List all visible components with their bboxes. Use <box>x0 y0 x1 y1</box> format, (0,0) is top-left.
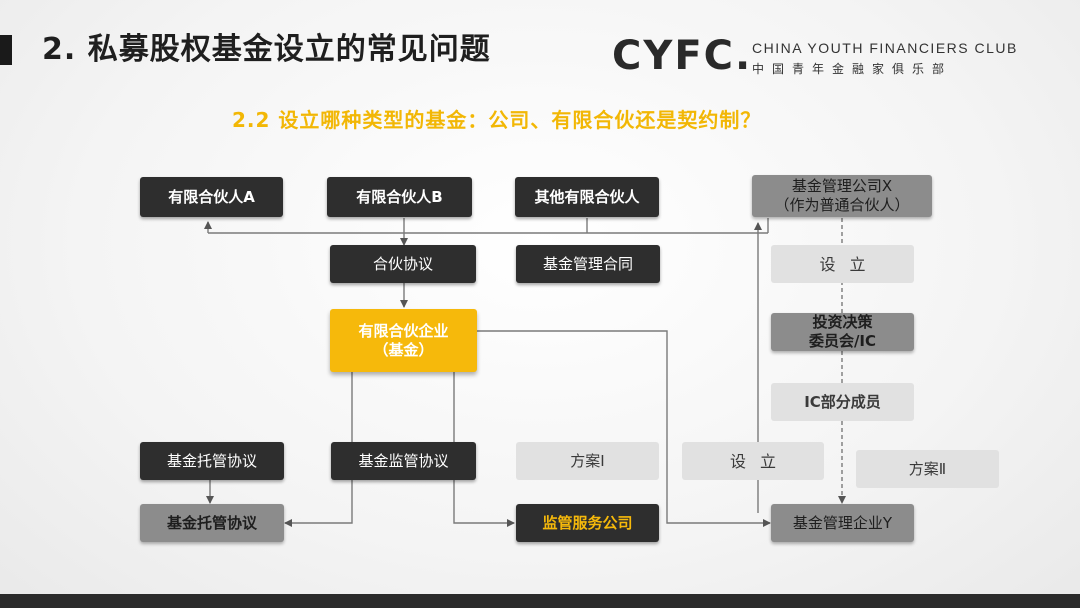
ic-line2: 委员会/IC <box>808 332 877 350</box>
custody-agreement-box-1: 基金托管协议 <box>140 442 284 480</box>
supervision-service-company-box: 监管服务公司 <box>516 504 659 542</box>
fund-line1: 有限合伙企业 <box>358 321 449 340</box>
cyfc-logo: CYFC. <box>612 33 753 79</box>
section-subtitle: 2.2 设立哪种类型的基金：公司、有限合伙还是契约制？ <box>232 108 762 132</box>
mgmt-enterprise-y-box: 基金管理企业Y <box>771 504 914 542</box>
setup-label-1: 设立 <box>771 245 914 283</box>
limited-partner-b-box: 有限合伙人B <box>327 177 472 217</box>
mgmt-company-x-line2: （作为普通合伙人） <box>774 196 910 214</box>
partnership-agreement-box: 合伙协议 <box>330 245 476 283</box>
fund-to-custody-2 <box>284 372 353 527</box>
logo-chinese-name: 中国青年金融家俱乐部 <box>752 62 953 76</box>
mgmt-contract-box: 基金管理合同 <box>516 245 660 283</box>
title-accent-bar <box>0 35 12 65</box>
page-title: 2. 私募股权基金设立的常见问题 <box>42 32 491 67</box>
mgmt-company-x-box: 基金管理公司X （作为普通合伙人） <box>752 175 932 217</box>
supervision-agreement-box: 基金监管协议 <box>331 442 476 480</box>
limited-partner-a-box: 有限合伙人A <box>140 177 283 217</box>
plan-1-box: 方案Ⅰ <box>516 442 659 480</box>
fund-to-mgmt-y <box>477 330 771 527</box>
ic-line1: 投资决策 <box>812 313 873 331</box>
setup-label-2: 设立 <box>682 442 824 480</box>
plan-2-box: 方案Ⅱ <box>856 450 999 488</box>
mgmt-company-x-line1: 基金管理公司X <box>791 177 893 195</box>
logo-english-name: CHINA YOUTH FINANCIERS CLUB <box>752 40 1018 56</box>
ic-members-box: IC部分成员 <box>771 383 914 421</box>
custody-agreement-box-2: 基金托管协议 <box>140 504 284 542</box>
fund-partnership-box: 有限合伙企业 （基金） <box>330 309 477 372</box>
footer-bar <box>0 594 1080 608</box>
investment-committee-box: 投资决策 委员会/IC <box>771 313 914 351</box>
fund-line2: （基金） <box>373 340 434 359</box>
fund-to-supervision-company <box>453 372 515 527</box>
other-limited-partners-box: 其他有限合伙人 <box>515 177 659 217</box>
